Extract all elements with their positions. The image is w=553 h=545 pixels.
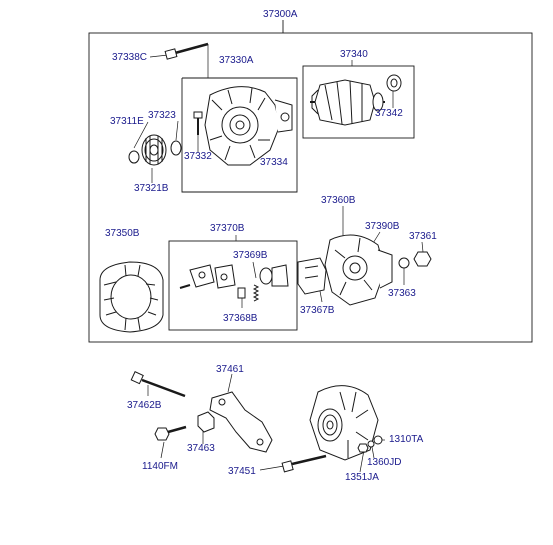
- flange-bolt-part: [154, 425, 187, 441]
- brush-holder-part: [179, 264, 236, 289]
- label-stay-bracket: 37461: [216, 364, 244, 375]
- rear-nut-part: [413, 251, 432, 267]
- rotor-box: [302, 65, 415, 139]
- label-stay-nut: 37463: [187, 443, 215, 454]
- long-bolt-part: [130, 371, 186, 398]
- bearing-rear-part: [386, 74, 402, 92]
- label-brush-holder-kit: 37370B: [210, 223, 245, 234]
- alternator-assembly-part: [309, 385, 379, 461]
- insulator-part: [398, 257, 410, 269]
- label-terminal-b: 1360JD: [367, 457, 402, 468]
- label-seal: 37311E: [110, 116, 144, 127]
- stator-part: [99, 261, 164, 333]
- label-bolt-top: 37338C: [112, 52, 148, 63]
- label-mount-bolt: 37451: [228, 466, 256, 477]
- pulley-part: [141, 134, 167, 166]
- label-flange-bolt: 1140FM: [142, 461, 178, 472]
- label-rectifier: 37390B: [365, 221, 400, 232]
- label-bearing-rear: 37342: [375, 108, 403, 119]
- assembly-frame: [88, 32, 533, 343]
- label-screw-bracket: 37332: [184, 151, 212, 162]
- front-bracket-box: [181, 77, 298, 193]
- label-assembly: 37300A: [263, 9, 298, 20]
- terminal-c-part: [357, 443, 369, 453]
- brush-part: [237, 287, 246, 299]
- label-regulator: 37367B: [300, 305, 335, 316]
- label-insulator: 37363: [388, 288, 416, 299]
- label-terminal-a: 1310TA: [389, 434, 424, 445]
- label-pulley: 37321B: [134, 183, 169, 194]
- mount-bolt-part: [281, 454, 327, 473]
- bearing-front-part: [170, 140, 182, 156]
- regulator-part: [297, 257, 327, 295]
- label-brush: 37369B: [233, 250, 268, 261]
- rotor-part: [310, 79, 385, 126]
- stay-nut-part: [197, 411, 215, 433]
- front-bracket-part: [204, 86, 293, 166]
- label-terminal-c: 1351JA: [345, 472, 379, 483]
- brush-holder-box: [168, 240, 298, 331]
- label-bearing-front: 37323: [148, 110, 176, 121]
- label-rear-nut: 37361: [409, 231, 437, 242]
- spring-part: [252, 284, 260, 302]
- label-front-bracket: 37330A: [219, 55, 254, 66]
- screw-bracket-part: [193, 111, 203, 135]
- label-stator: 37350B: [105, 228, 140, 239]
- terminal-socket-part: [259, 264, 289, 287]
- label-bearing-bracket: 37334: [260, 157, 288, 168]
- label-spring: 37368B: [223, 313, 258, 324]
- label-long-bolt: 37462B: [127, 400, 162, 411]
- label-rotor: 37340: [340, 49, 368, 60]
- terminal-b-part: [367, 440, 375, 448]
- label-rear-bracket: 37360B: [321, 195, 356, 206]
- terminal-a-part: [373, 435, 383, 445]
- bolt-top-part: [164, 42, 209, 60]
- stay-bracket-part: [209, 391, 273, 453]
- rear-bracket-part: [324, 234, 393, 306]
- seal-part: [128, 150, 140, 164]
